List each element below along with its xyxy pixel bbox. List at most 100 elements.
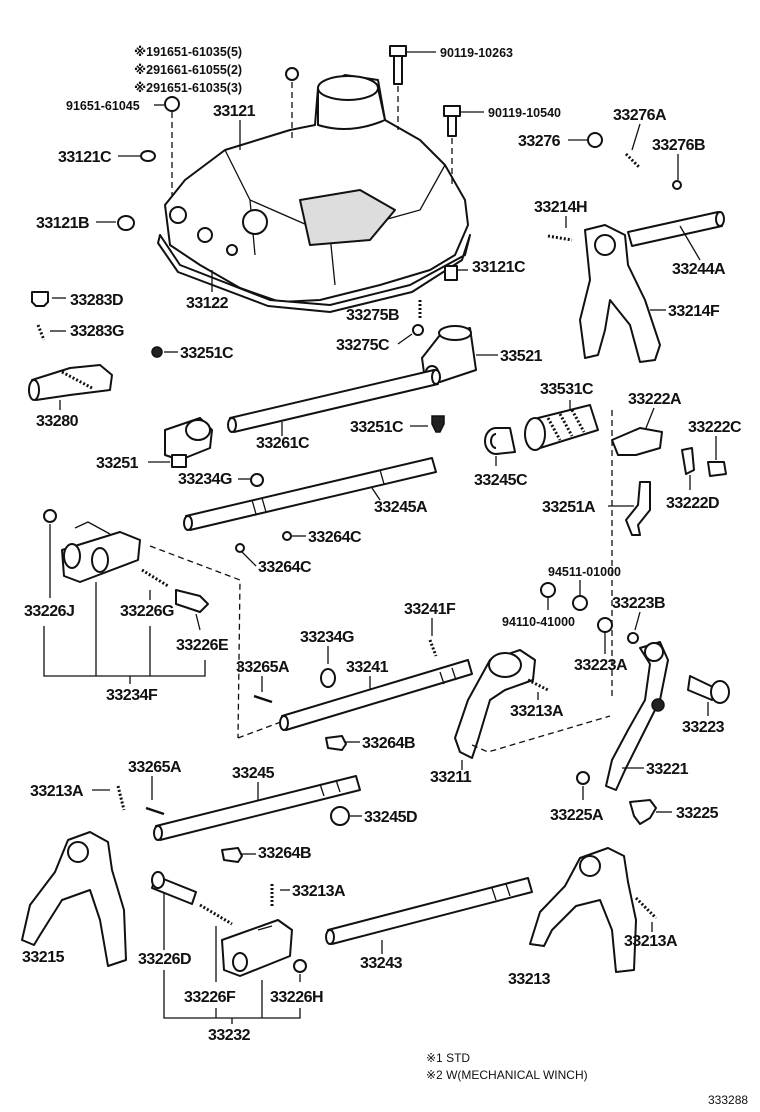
label-33283D: 33283D: [70, 292, 123, 309]
bolt-33251C: [151, 346, 163, 358]
ring-33225A: [576, 771, 590, 785]
pin-33265A-b: [145, 806, 165, 816]
shaft-33245A: [183, 457, 437, 531]
pin-33214H: [547, 234, 573, 242]
figure-id: 333288: [708, 1093, 748, 1107]
label-33283G: 33283G: [70, 323, 124, 340]
fork-33215: [21, 831, 127, 967]
footnote-1: ※1 STD: [426, 1051, 470, 1065]
label-33234F: 33234F: [106, 687, 158, 704]
label-33521: 33521: [500, 348, 543, 365]
pin-33226J: [43, 509, 57, 523]
label-33222A: 33222A: [628, 391, 682, 408]
plug-33121C: [140, 150, 156, 162]
label-33121C-b: 33121C: [472, 259, 526, 276]
ring-33234G-b: [320, 668, 336, 688]
label-33251C-b: 33251C: [350, 419, 404, 436]
ball-33275C: [412, 324, 424, 336]
washer-291661: [285, 67, 299, 81]
block-33251: [164, 417, 213, 468]
label-33276B: 33276B: [652, 137, 705, 154]
label-33245C: 33245C: [474, 472, 528, 489]
lever-33222A: [611, 427, 663, 456]
label-33264C-b: 33264C: [258, 559, 312, 576]
label-33245D: 33245D: [364, 809, 417, 826]
label-33265A-a: 33265A: [236, 659, 290, 676]
label-33241: 33241: [346, 659, 389, 676]
bolt-90119-10540: [443, 105, 461, 137]
label-33276: 33276: [518, 133, 561, 150]
label-33214F: 33214F: [668, 303, 720, 320]
label-note-291651: ※291651-61035(3): [134, 81, 242, 95]
spring-33276A: [624, 152, 642, 170]
label-note-191651: ※191651-61035(5): [134, 45, 242, 59]
label-33223: 33223: [682, 719, 725, 736]
label-33241F: 33241F: [404, 601, 456, 618]
ball-33276B: [672, 180, 682, 190]
label-33225: 33225: [676, 805, 719, 822]
bolt-33251C-b: [431, 415, 445, 433]
shaft-33244A: [627, 211, 725, 247]
lever-33221: [605, 641, 669, 791]
label-33223B: 33223B: [612, 595, 665, 612]
label-33213A-d: 33213A: [624, 933, 678, 950]
plug-33264B-a: [325, 735, 347, 751]
ball-33264C-a: [282, 531, 292, 541]
bolt-33222C: [707, 461, 727, 477]
label-33261C: 33261C: [256, 435, 310, 452]
shaft-33241: [279, 659, 473, 731]
washer-33223A: [597, 617, 613, 633]
pin-33265A: [253, 694, 273, 704]
label-33234G-a: 33234G: [178, 471, 232, 488]
label-94110-41000: 94110-41000: [502, 615, 575, 629]
label-33225A: 33225A: [550, 807, 604, 824]
footnote-2: ※2 W(MECHANICAL WINCH): [426, 1068, 588, 1082]
label-33211: 33211: [430, 769, 472, 786]
label-94511-01000: 94511-01000: [548, 565, 621, 579]
label-33222C: 33222C: [688, 419, 742, 436]
collar-33245C: [484, 427, 516, 455]
label-33213A-c: 33213A: [292, 883, 346, 900]
label-33275C: 33275C: [336, 337, 390, 354]
label-33121: 33121: [213, 103, 256, 120]
head-33232: [221, 919, 293, 977]
label-33251A: 33251A: [542, 499, 596, 516]
label-33213: 33213: [508, 971, 551, 988]
label-33232: 33232: [208, 1027, 251, 1044]
label-33243: 33243: [360, 955, 403, 972]
label-33226F: 33226F: [184, 989, 236, 1006]
pin-33213A-b: [116, 785, 126, 811]
label-33226E: 33226E: [176, 637, 229, 654]
label-33280: 33280: [36, 413, 79, 430]
transfer-cover-33121: [164, 74, 469, 303]
label-90119-10540: 90119-10540: [488, 106, 561, 120]
label-33245A: 33245A: [374, 499, 428, 516]
link-33222D: [681, 447, 695, 475]
label-33221: 33221: [646, 761, 689, 778]
ring-33223B: [627, 632, 639, 644]
plug-33276: [587, 132, 603, 148]
label-33222D: 33222D: [666, 495, 719, 512]
sleeve-33531C: [524, 404, 599, 451]
label-33251C-a: 33251C: [180, 345, 234, 362]
label-33531C: 33531C: [540, 381, 594, 398]
spring-33283G: [36, 324, 46, 341]
label-33251: 33251: [96, 455, 139, 472]
ball-33264C-b: [235, 543, 245, 553]
label-33265A-b: 33265A: [128, 759, 182, 776]
label-33122: 33122: [186, 295, 229, 312]
housing-33521: [421, 325, 477, 383]
label-33276A: 33276A: [613, 107, 667, 124]
shaft-33261C: [227, 369, 441, 433]
plug-33121C-b: [444, 265, 458, 281]
label-33226H: 33226H: [270, 989, 323, 1006]
spring-33226G: [141, 568, 169, 588]
seal-33121B: [117, 215, 135, 231]
shaft-assy-33280: [28, 364, 113, 401]
label-33275B: 33275B: [346, 307, 399, 324]
plunger-33226E: [175, 589, 209, 613]
label-33264C-a: 33264C: [308, 529, 362, 546]
plug-33264B-b: [221, 847, 243, 863]
pin-33226H: [293, 959, 307, 973]
bolt-33223: [687, 675, 730, 704]
